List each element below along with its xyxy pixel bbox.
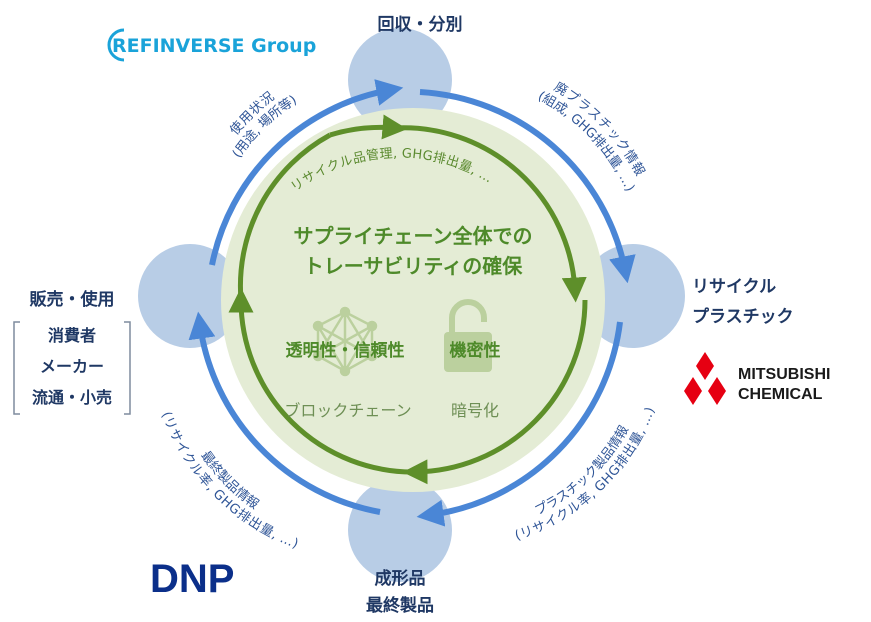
- inner-arrow-top: [329, 114, 408, 140]
- refinverse-logo-text: REFINVERSE Group: [112, 35, 316, 57]
- mitsubishi-logo-line1: MITSUBISHI: [738, 366, 830, 383]
- inner-arrow-left: [228, 287, 416, 475]
- feature-transparency-title: 透明性・信頼性: [286, 340, 405, 361]
- list-item-maker: メーカー: [40, 357, 104, 376]
- feature-confidentiality-sub: 暗号化: [451, 401, 499, 420]
- flow-top-right-line1: 廃プラスチック情報: [551, 79, 647, 179]
- three-diamonds-icon: [684, 352, 726, 405]
- arrow-right-to-bottom: [416, 321, 623, 527]
- dnp-logo: DNP: [150, 557, 234, 601]
- inner-arrow-bottom: [402, 299, 588, 485]
- node-circle-right: [581, 244, 685, 348]
- network-mesh-icon: [312, 306, 378, 377]
- bracket-left: [13, 321, 20, 415]
- inner-arrow-right: [394, 125, 587, 303]
- refinverse-logo: REFINVERSE Group: [107, 28, 316, 62]
- inner-circle-fill: [221, 108, 605, 492]
- feature-transparency-sub: ブロックチェーン: [284, 401, 411, 420]
- bracket-right: [124, 321, 131, 415]
- stage-label-molded-line2: 最終製品: [366, 595, 434, 616]
- core-text-line1: サプライチェーン全体での: [294, 224, 533, 248]
- inner-arc-segment: [237, 132, 332, 301]
- arrow-bottom-to-left: [188, 311, 381, 515]
- stage-label-collection: 回収・分別: [378, 15, 463, 35]
- stage-label-recycled-line2: プラスチック: [692, 306, 794, 327]
- padlock-icon: [444, 299, 492, 372]
- arrow-top-to-right: [419, 89, 636, 284]
- mitsubishi-logo-line2: CHEMICAL: [738, 386, 823, 403]
- stage-label-sales-use: 販売・使用: [30, 289, 115, 310]
- feature-confidentiality-title: 機密性: [450, 340, 501, 361]
- arrow-left-to-top: [209, 79, 404, 266]
- list-item-consumer: 消費者: [48, 326, 96, 345]
- node-circle-left: [138, 244, 242, 348]
- list-item-retail: 流通・小売: [32, 388, 112, 407]
- stage-label-recycled-line1: リサイクル: [692, 277, 776, 297]
- core-text-line2: トレーサビリティの確保: [304, 254, 523, 278]
- stage-label-molded-line1: 成形品: [375, 568, 426, 589]
- node-circle-bottom: [348, 478, 452, 582]
